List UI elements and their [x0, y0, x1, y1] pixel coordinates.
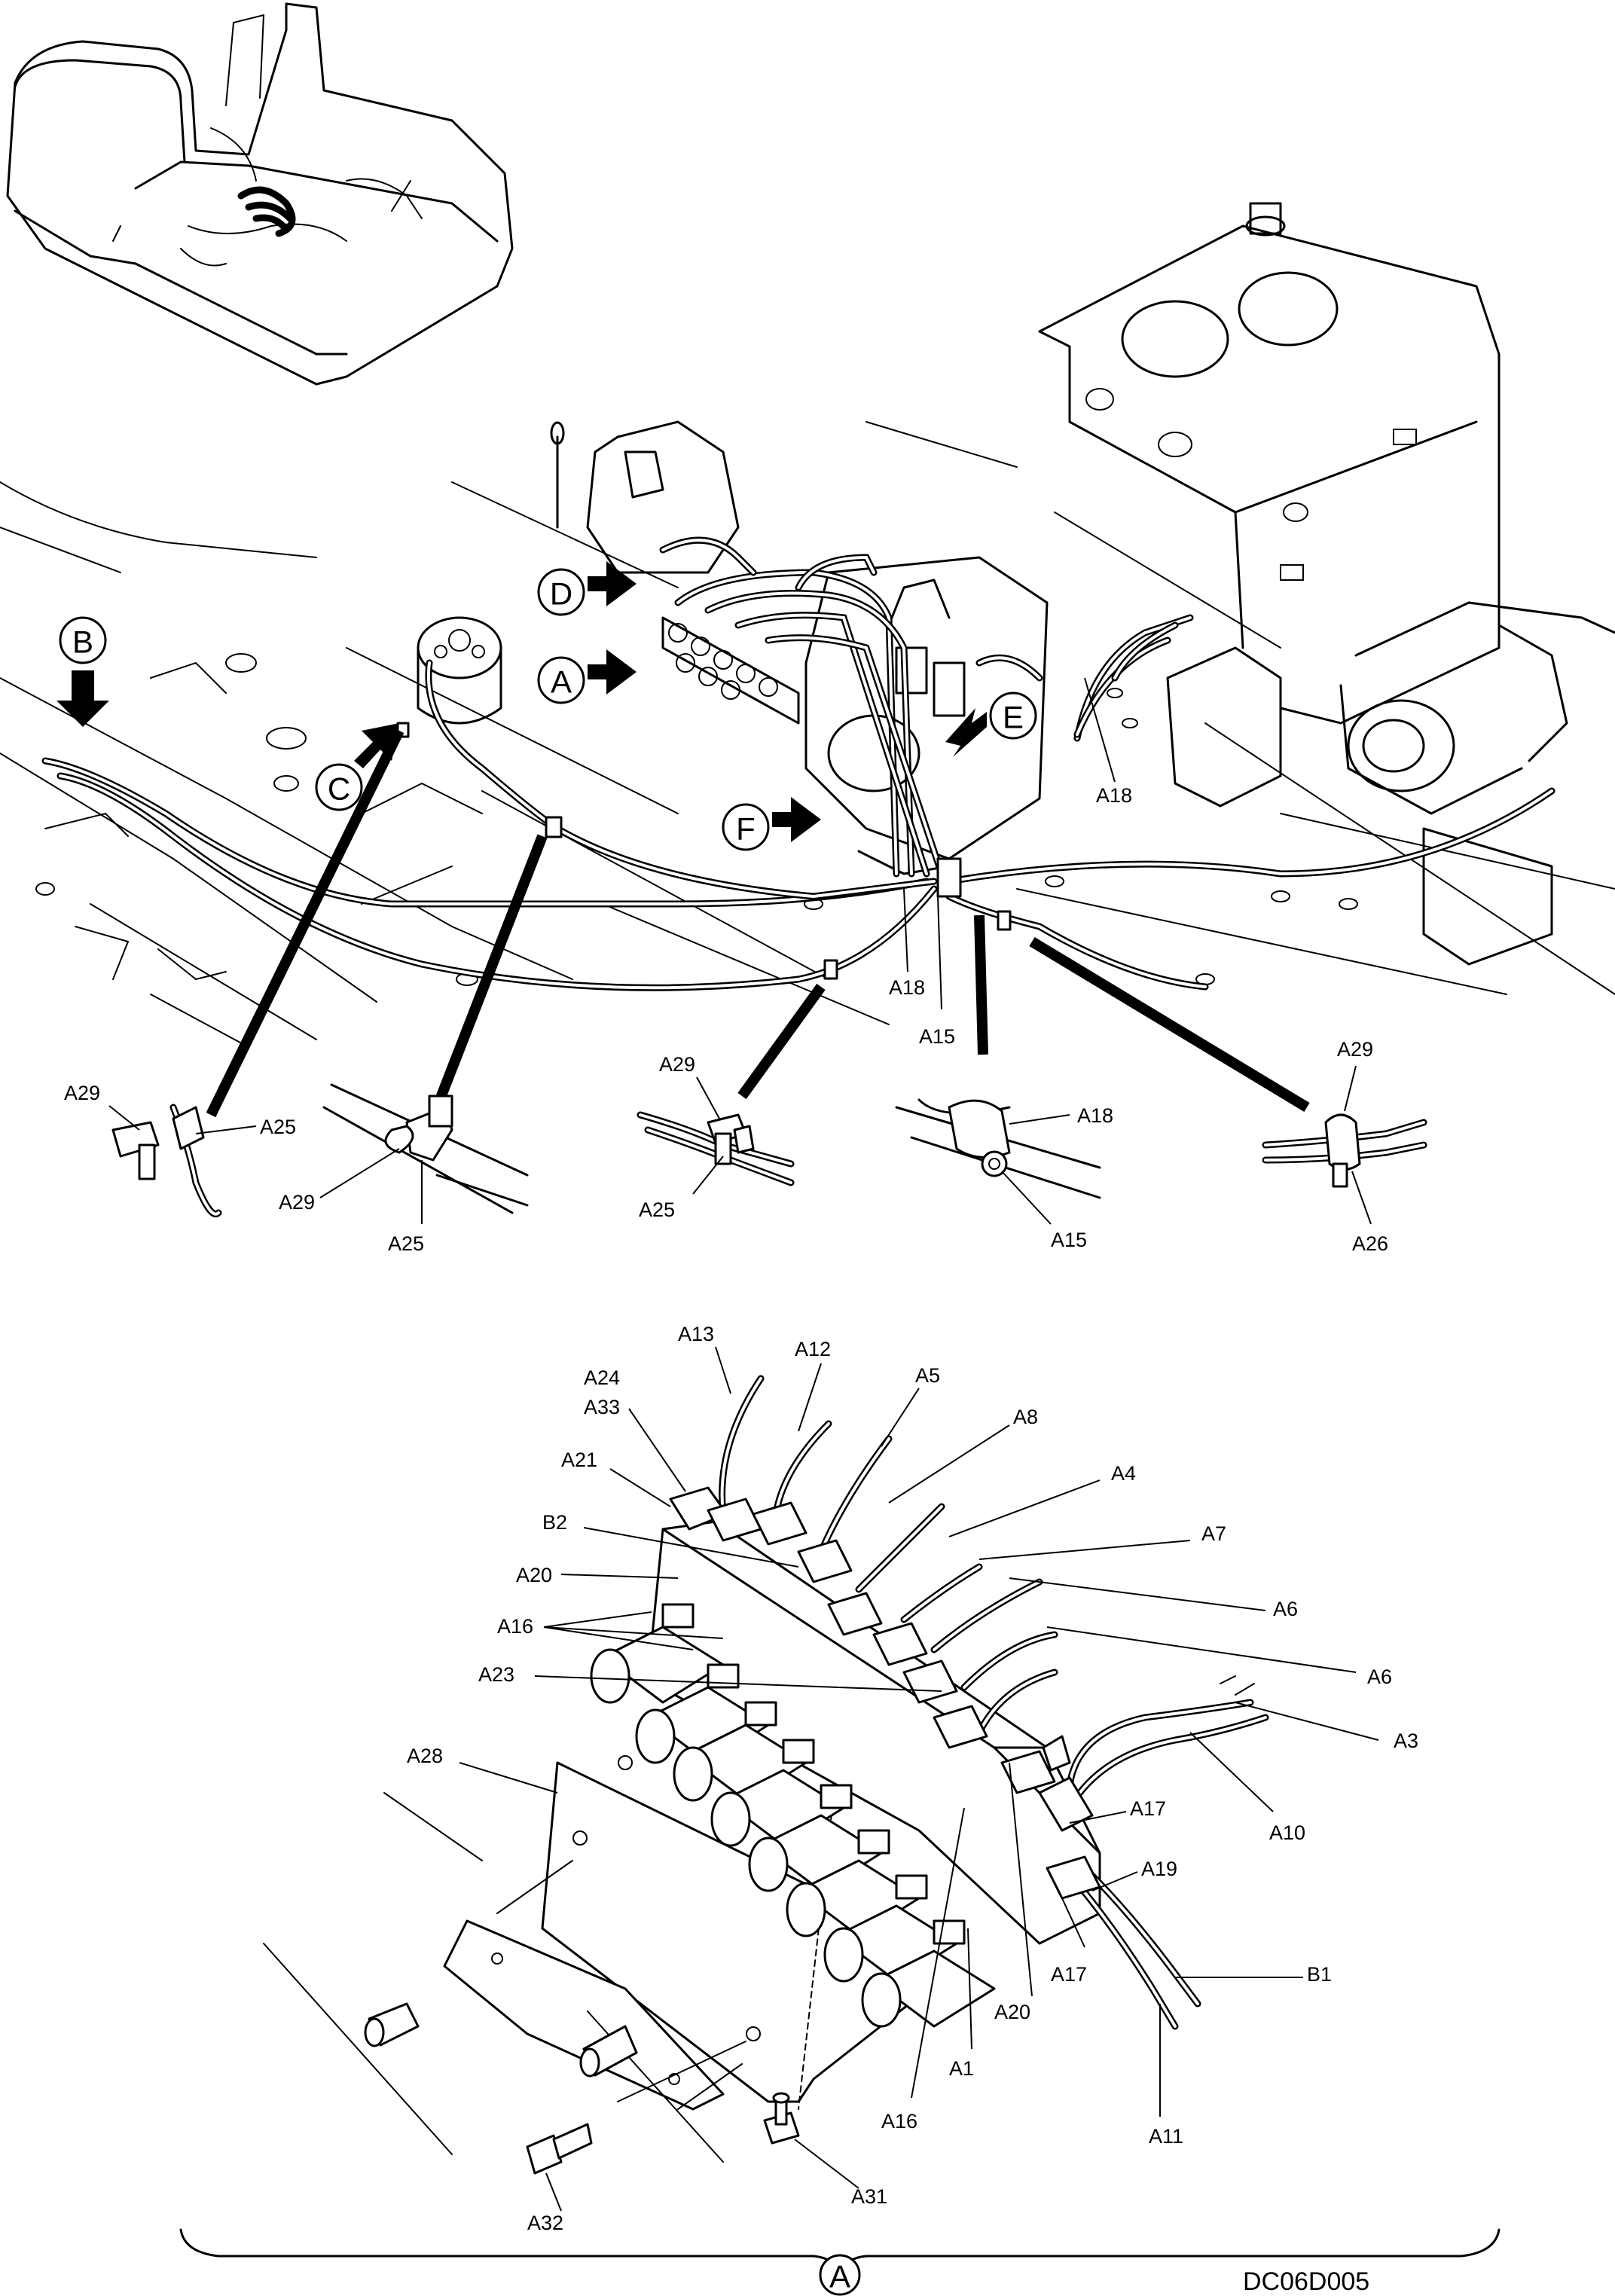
view-marker-f: F: [722, 797, 821, 851]
detail-2: A29 A25: [279, 1083, 529, 1255]
drawing-code: DC06D005: [1243, 2267, 1369, 2296]
detail-group-bracket: A: [179, 2228, 1501, 2296]
valve-label-a7: A7: [1201, 1522, 1226, 1545]
overview-drawing: [0, 202, 1615, 1118]
detail-3-label-a25: A25: [639, 1198, 675, 1221]
detail-1: A29 A25: [64, 1082, 296, 1218]
detail-3-label-a29: A29: [659, 1053, 695, 1076]
valve-label-a20: A20: [516, 1564, 552, 1586]
valve-block-labels: A13 A12 A5 A24 A33 A8 A21 A4 B2 A7 A20 A…: [407, 1323, 1418, 2234]
valve-label-a20-bottom: A20: [994, 2001, 1030, 2023]
valve-label-b1: B1: [1307, 1963, 1332, 1986]
detail-5: A29 A26: [1262, 1038, 1427, 1255]
valve-label-a6-2: A6: [1367, 1666, 1392, 1688]
valve-label-a13: A13: [678, 1323, 714, 1345]
bolt-a31: [763, 2092, 800, 2145]
overview-label-a18-right: A18: [1096, 784, 1132, 807]
valve-label-a23: A23: [478, 1663, 514, 1686]
valve-label-a33: A33: [584, 1396, 620, 1418]
detail-1-label-a29: A29: [64, 1082, 100, 1104]
bolt-a32: [526, 2123, 593, 2175]
machine-thumbnail: [6, 2, 514, 386]
valve-label-a24: A24: [584, 1366, 620, 1389]
solenoid-valve-block-view: A13 A12 A5 A24 A33 A8 A21 A4 B2 A7 A20 A…: [263, 1323, 1418, 2234]
hose-fittings: [669, 1375, 1269, 2030]
detail-2-label-a25: A25: [388, 1232, 424, 1255]
valve-label-a8: A8: [1013, 1406, 1038, 1428]
detail-4: A18 A15: [895, 1098, 1113, 1251]
detail-5-label-a29: A29: [1337, 1038, 1373, 1061]
view-marker-d-label: D: [550, 576, 572, 612]
view-marker-a: A: [537, 649, 637, 704]
valve-label-a1: A1: [949, 2057, 974, 2080]
view-marker-f-label: F: [736, 811, 756, 847]
detail-3: A29 A25: [637, 1053, 795, 1221]
detail-4-label-a18: A18: [1077, 1104, 1113, 1127]
view-marker-c-label: C: [328, 771, 350, 807]
detail-5-label-a26: A26: [1352, 1232, 1388, 1255]
detail-4-label-a15: A15: [1051, 1229, 1087, 1251]
valve-label-a28: A28: [407, 1745, 443, 1767]
valve-label-a12: A12: [795, 1338, 831, 1360]
valve-label-a5: A5: [915, 1364, 940, 1387]
detail-2-label-a29: A29: [279, 1191, 315, 1214]
thumbnail-highlight: [237, 186, 296, 237]
detail-1-label-a25: A25: [260, 1116, 296, 1138]
overview-labels: A18 A18 A15: [889, 677, 1132, 1048]
detail-group-marker-label: A: [829, 2259, 850, 2294]
view-marker-a-label: A: [551, 664, 572, 700]
view-marker-e: E: [945, 692, 1037, 757]
view-marker-b-label: B: [72, 624, 93, 660]
valve-label-a31: A31: [851, 2185, 887, 2208]
valve-label-a21: A21: [561, 1449, 597, 1471]
overview-label-a15: A15: [919, 1025, 955, 1048]
view-marker-b: B: [56, 616, 109, 727]
view-marker-e-label: E: [1003, 700, 1024, 735]
valve-label-a17-bottom: A17: [1051, 1963, 1087, 1986]
view-marker-d: D: [537, 561, 637, 616]
valve-label-a16-top: A16: [497, 1615, 533, 1638]
valve-label-a32: A32: [527, 2212, 563, 2234]
valve-label-a10: A10: [1269, 1821, 1305, 1844]
overview-solenoid-block: [661, 616, 800, 725]
valve-label-a17-top: A17: [1130, 1797, 1166, 1820]
view-marker-c: C: [315, 723, 399, 811]
valve-label-a16-bottom: A16: [881, 2110, 917, 2133]
valve-label-a6-1: A6: [1273, 1598, 1298, 1620]
valve-label-a11: A11: [1149, 2125, 1183, 2148]
valve-label-a4: A4: [1111, 1462, 1136, 1485]
solenoid-coils: [590, 1603, 996, 2028]
valve-label-a3: A3: [1394, 1730, 1418, 1752]
overview-label-a18-center: A18: [889, 976, 925, 999]
valve-label-b2: B2: [542, 1511, 567, 1534]
valve-label-a19: A19: [1141, 1858, 1177, 1880]
